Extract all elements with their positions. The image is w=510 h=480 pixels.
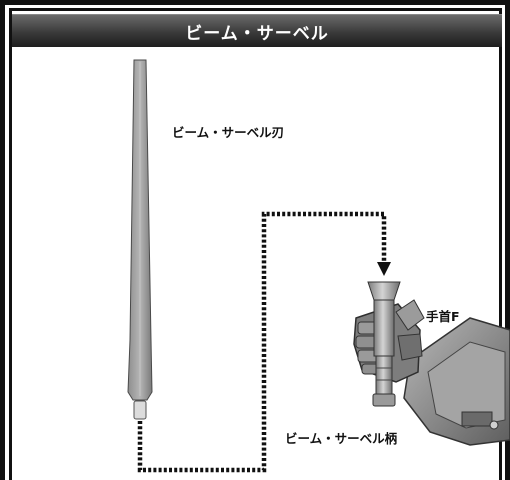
blade-part-label: ビーム・サーベル刃 bbox=[172, 125, 285, 140]
panel-inner-border-top bbox=[9, 8, 502, 11]
panel-inner-border-right bbox=[499, 8, 502, 480]
wrist-part-label: 手首F bbox=[426, 309, 460, 324]
wrist-hand-part bbox=[353, 281, 510, 446]
assembly-arrow bbox=[137, 211, 391, 473]
hilt-part-label: ビーム・サーベル柄 bbox=[285, 431, 398, 446]
panel-border-top bbox=[0, 0, 510, 5]
panel-border-right bbox=[505, 0, 510, 480]
arrow-head-icon bbox=[377, 262, 391, 276]
section-title-bar: ビーム・サーベル bbox=[12, 14, 502, 47]
section-title: ビーム・サーベル bbox=[185, 23, 329, 44]
panel-inner-border-left bbox=[9, 8, 12, 480]
panel-border-left bbox=[0, 0, 5, 480]
beam-saber-blade bbox=[127, 59, 153, 420]
